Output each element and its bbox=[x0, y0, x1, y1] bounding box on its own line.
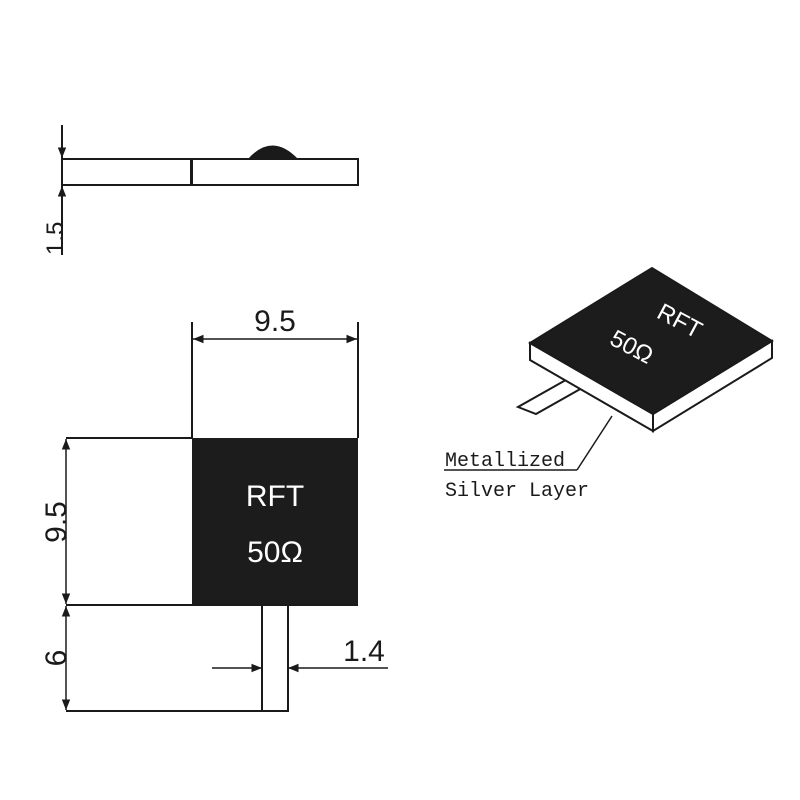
front-view-height-label: 9.5 bbox=[40, 501, 73, 543]
side-view-substrate bbox=[191, 158, 359, 186]
front-view-body-line2: 50Ω bbox=[247, 536, 303, 569]
front-view-lead-width-label: 1.4 bbox=[343, 635, 385, 668]
callout-line1: Metallized bbox=[445, 450, 565, 473]
iso-view: RFT 50Ω Metallized Silver Layer bbox=[444, 266, 774, 503]
front-view-body bbox=[192, 438, 358, 605]
front-view: RFT 50Ω 9.5 9.5 6 1.4 bbox=[40, 305, 388, 712]
front-view-width-label: 9.5 bbox=[254, 305, 296, 338]
front-view-body-line1: RFT bbox=[246, 480, 304, 513]
side-view-lead bbox=[61, 158, 192, 186]
callout-leader bbox=[576, 415, 613, 471]
side-view: 1.5 bbox=[42, 125, 359, 255]
side-view-solder-dome bbox=[248, 145, 298, 159]
front-view-lead bbox=[261, 604, 289, 712]
callout-line2: Silver Layer bbox=[445, 480, 589, 503]
iso-body-top-face bbox=[528, 266, 774, 416]
front-view-lead-length-label: 6 bbox=[40, 650, 73, 667]
side-view-thickness-label: 1.5 bbox=[42, 222, 69, 255]
